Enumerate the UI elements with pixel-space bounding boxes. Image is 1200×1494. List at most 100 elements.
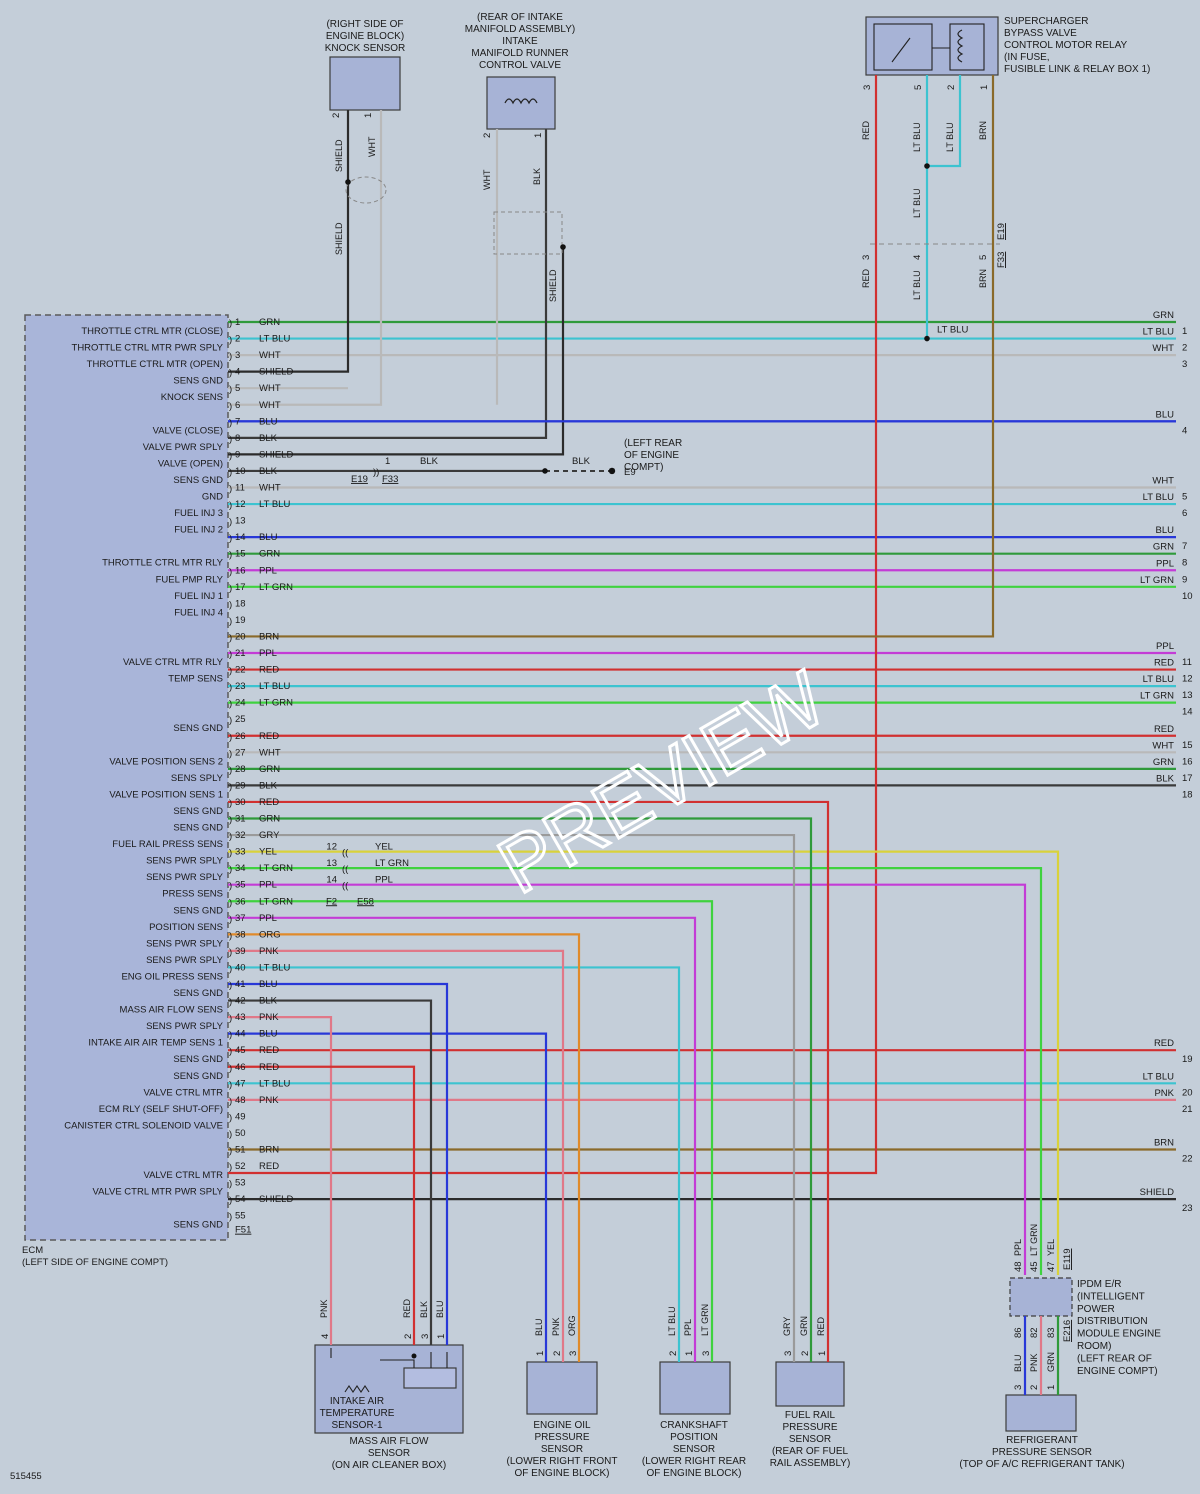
maf-internal-circuit <box>330 1348 448 1393</box>
knock-sensor-label: KNOCK SENSOR <box>325 43 406 54</box>
ecm-pin-function: VALVE CTRL MTR <box>143 1170 223 1181</box>
splice-dot <box>608 467 616 475</box>
ecm-pin-function: VALVE POSITION SENS 1 <box>109 789 223 800</box>
ecm-pin-number: 2 <box>235 334 240 345</box>
wire-color-label: RED <box>402 1298 412 1318</box>
wire-color-label: BRN <box>1154 1138 1174 1149</box>
connector-bracket: ) <box>229 616 232 627</box>
ecm-pin-function: SENS GND <box>173 1220 223 1231</box>
ecm-pin-number: 19 <box>235 615 246 626</box>
ecm-pin-number: 33 <box>235 847 246 858</box>
connector-bracket: ) <box>229 318 232 329</box>
wire-color-label: YEL <box>375 842 393 853</box>
pin-number: 1 <box>385 456 390 467</box>
ecm-pin-wire-color: LT GRN <box>259 582 293 593</box>
pin-number: 1 <box>817 1351 828 1356</box>
maf-label: SENSOR <box>368 1448 410 1459</box>
pin-number: 4 <box>912 255 923 260</box>
wire-index: 23 <box>1182 1203 1193 1214</box>
wire-color-label: SHIELD <box>334 222 344 255</box>
pin-number: 2 <box>1029 1385 1040 1390</box>
maf-inner-label: INTAKE AIR <box>330 1396 384 1407</box>
relay-label: (IN FUSE, <box>1004 52 1050 63</box>
ground-location-label: (LEFT REAR <box>624 438 682 449</box>
pin-number: 2 <box>946 85 957 90</box>
ecm-pin-function: PRESS SENS <box>162 889 223 900</box>
ecm-pin-wire-color: BRN <box>259 1145 279 1156</box>
maf-blu-wire <box>228 982 449 1345</box>
ecm-pin-number: 29 <box>235 780 246 791</box>
ecm-pin-function: SENS GND <box>173 376 223 387</box>
pin-number: 13 <box>326 858 337 869</box>
ipdm-connector-box <box>1009 1277 1073 1317</box>
connector-bracket: (( <box>342 864 349 875</box>
connector-id: F33 <box>382 474 398 485</box>
connector-bracket: ) <box>229 1212 232 1223</box>
connector-bracket: ) <box>229 599 232 610</box>
ecm-pin-function: SENS SPLY <box>171 773 224 784</box>
ipdm-label: DISTRIBUTION <box>1077 1316 1148 1327</box>
shield-jacket <box>493 211 563 255</box>
ecm-pin-wire-color: PPL <box>259 565 277 576</box>
ecm-pin-number: 7 <box>235 416 240 427</box>
ecm-pin-function: SENS PWR SPLY <box>146 1021 224 1032</box>
ecm-pin-wire-color: BLU <box>259 416 278 427</box>
connector-bracket: ) <box>229 368 232 379</box>
wire-color-label: BLU <box>1013 1354 1023 1372</box>
wire-color-label: PPL <box>1156 641 1174 652</box>
imrc-blk-wire <box>228 129 548 439</box>
connector-bracket: ) <box>229 517 232 528</box>
connector-bracket: ) <box>229 1129 232 1140</box>
ecm-name: ECM <box>22 1245 43 1256</box>
splice-dot <box>542 468 548 474</box>
ecm-pin-function: GND <box>202 492 223 503</box>
ecm-pin-function: FUEL INJ 2 <box>174 525 223 536</box>
wire-color-label: LT BLU <box>1143 327 1174 338</box>
connector-bracket: ) <box>229 632 232 643</box>
pin-number: 5 <box>978 255 989 260</box>
crank-ltblu-wire <box>228 966 681 1362</box>
ecm-pin-function: POSITION SENS <box>149 922 223 933</box>
ecm-pin-function: SENS GND <box>173 823 223 834</box>
pin-number: 1 <box>979 85 990 90</box>
imrc-label: (REAR OF INTAKE <box>477 12 563 23</box>
ecm-box <box>24 314 229 1241</box>
splice-dot <box>345 179 351 185</box>
wire-color-label: GRN <box>1153 310 1174 321</box>
fuel-sensor-label: (REAR OF FUEL <box>772 1446 849 1457</box>
ipdm-ltgrn-wire <box>228 867 1043 1275</box>
ecm-pin-wire-color: LT GRN <box>259 863 293 874</box>
oil-sensor-label: SENSOR <box>541 1444 583 1455</box>
wire-index: 8 <box>1182 558 1187 569</box>
ecm-pin-wire-color: RED <box>259 665 279 676</box>
connector-bracket: ) <box>229 1195 232 1206</box>
ecm-pin-wire-color: PPL <box>259 648 277 659</box>
maf-red-wire <box>228 1065 416 1345</box>
connector-id: E119 <box>1062 1249 1073 1270</box>
ipdm-label: ROOM) <box>1077 1341 1111 1352</box>
ipdm-label: (LEFT REAR OF <box>1077 1353 1152 1364</box>
pin-number: 1 <box>535 1351 546 1356</box>
ecm-pin-number: 32 <box>235 830 246 841</box>
ecm-pin-number: 27 <box>235 747 246 758</box>
fuel-sensor-label: SENSOR <box>789 1434 831 1445</box>
crank-sensor-label: OF ENGINE BLOCK) <box>646 1468 741 1479</box>
ecm-pin-number: 13 <box>235 516 246 527</box>
ecm-pin-function: FUEL INJ 1 <box>174 591 223 602</box>
ecm-pin-wire-color: WHT <box>259 483 281 494</box>
pin-number: 2 <box>668 1351 679 1356</box>
maf-inner-element <box>403 1367 457 1389</box>
wire-color-label: BRN <box>978 121 988 140</box>
wire-index: 21 <box>1182 1104 1193 1115</box>
connector-bracket: ) <box>229 963 232 974</box>
ecm-pin-function: ENG OIL PRESS SENS <box>121 971 223 982</box>
pin-number: 3 <box>783 1351 794 1356</box>
wire-color-label: LT BLU <box>1143 492 1174 503</box>
ecm-pin-function: KNOCK SENS <box>161 392 223 403</box>
wire-color-label: GRY <box>782 1317 792 1336</box>
wire-color-label: BLK <box>572 456 591 467</box>
ecm-pin-number: 12 <box>235 499 246 510</box>
ground-location-label: COMPT) <box>624 462 663 473</box>
relay-label: SUPERCHARGER <box>1004 16 1088 27</box>
